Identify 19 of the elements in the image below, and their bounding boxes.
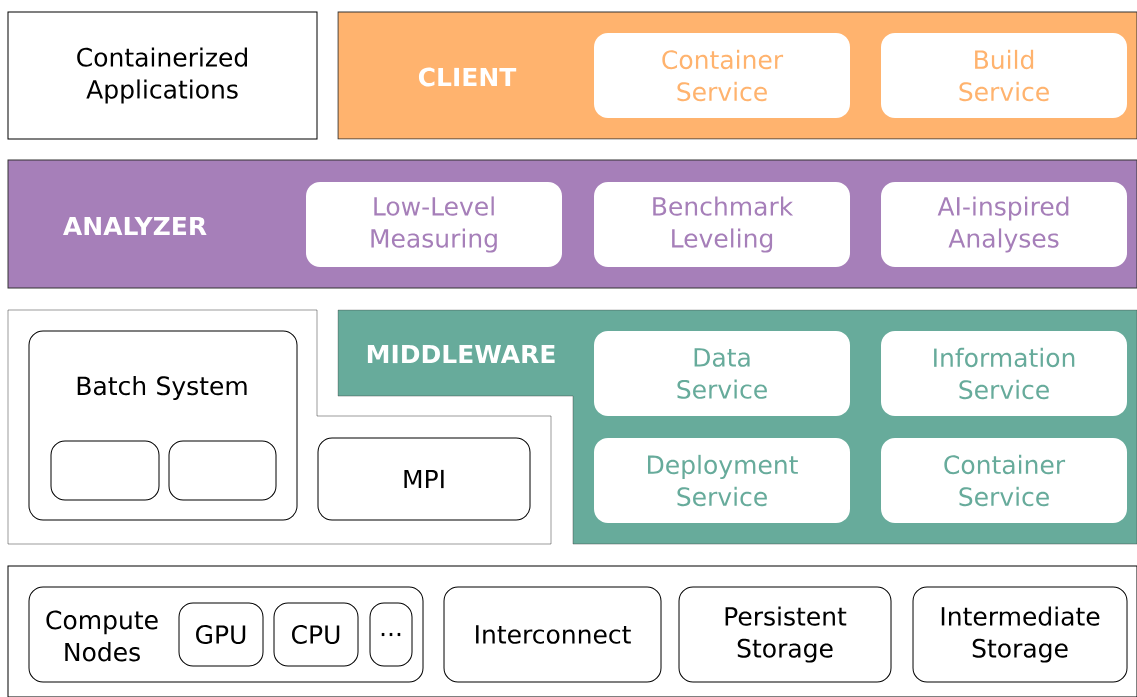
component-box: CPU [273,602,359,667]
hardware-box: Intermediate Storage [912,586,1128,683]
hardware-box: Interconnect [443,586,662,683]
service-box: AI-inspired Analyses [881,182,1127,267]
hardware-box: Persistent Storage [678,586,892,683]
service-box: Information Service [881,331,1127,416]
component-box: ... [369,602,413,667]
service-box: Benchmark Leveling [594,182,850,267]
service-box: Data Service [594,331,850,416]
service-box: Container Service [594,33,850,118]
component-box [50,440,160,501]
service-box: Build Service [881,33,1127,118]
service-box: Deployment Service [594,438,850,523]
application-box: Containerized Applications [7,11,318,140]
service-box: Container Service [881,438,1127,523]
component-box: GPU [178,602,264,667]
system-box: MPI [317,437,531,521]
component-box [168,440,277,501]
service-box: Low-Level Measuring [306,182,562,267]
